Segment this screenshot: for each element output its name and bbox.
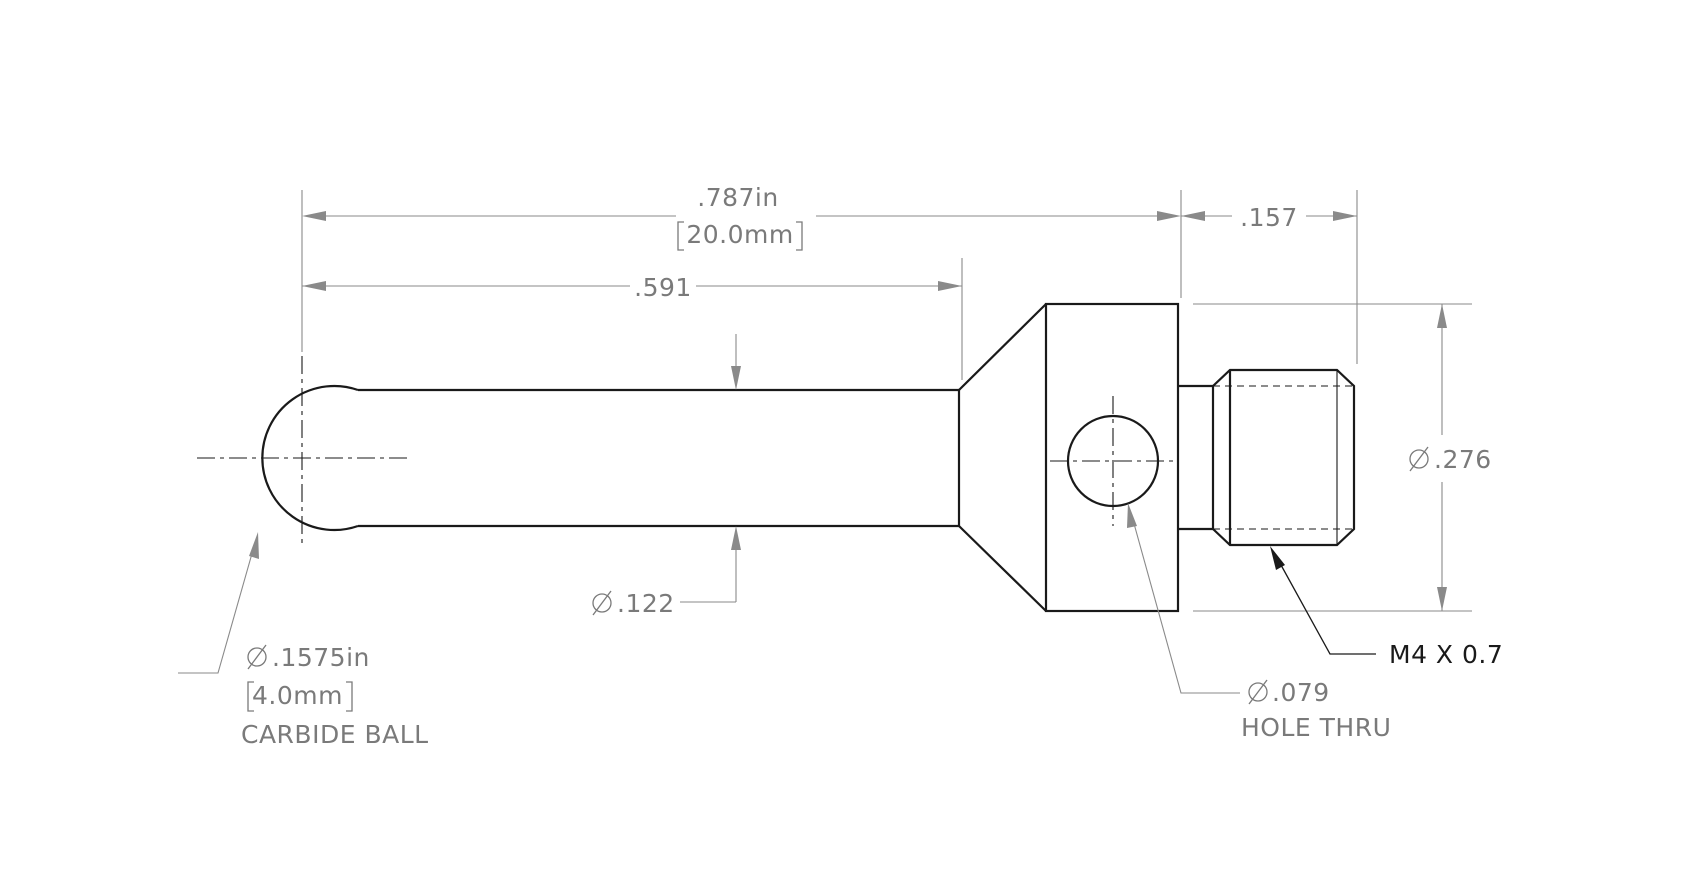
dim-overall-length: .787in 20.0mm [302,183,1181,251]
body-diameter-value: .276 [1434,445,1492,474]
dim-shaft-length: .591 [302,273,962,302]
body-block [1044,302,1180,613]
ball-note: CARBIDE BALL [241,720,429,749]
diameter-symbol [247,644,267,670]
center-lines [197,356,1176,548]
hole-diameter-value: .079 [1272,678,1330,707]
shaft-diameter-value: .122 [617,589,675,618]
diameter-symbol [1248,679,1268,705]
dim-shaft-diameter: .122 [592,334,741,618]
ball-diameter-mm: 4.0mm [252,681,343,710]
cone-edge-bottom [958,525,1047,612]
shaft-length-value: .591 [634,273,692,302]
overall-length-inch: .787in [697,183,778,212]
dim-body-diameter: .276 [1409,304,1492,611]
thread-relief-neck [1178,384,1215,531]
ball-diameter-value: .1575in [272,643,370,672]
diameter-symbol [592,590,612,616]
callout-thread: M4 X 0.7 [1270,546,1503,669]
part-outline [261,302,1356,613]
thread-length-value: .157 [1240,203,1298,232]
diameter-symbol [1409,446,1429,472]
thread-body [1212,368,1356,547]
overall-length-mm: 20.0mm [686,220,793,249]
callout-hole-thru: .079 HOLE THRU [1127,503,1391,742]
extension-lines [301,190,1472,612]
thread-callout-text: M4 X 0.7 [1389,640,1503,669]
dim-thread-length: .157 [1181,203,1357,232]
cone-edge-top [958,303,1047,391]
callout-carbide-ball: .1575in 4.0mm CARBIDE BALL [178,532,429,749]
hole-note: HOLE THRU [1241,713,1391,742]
